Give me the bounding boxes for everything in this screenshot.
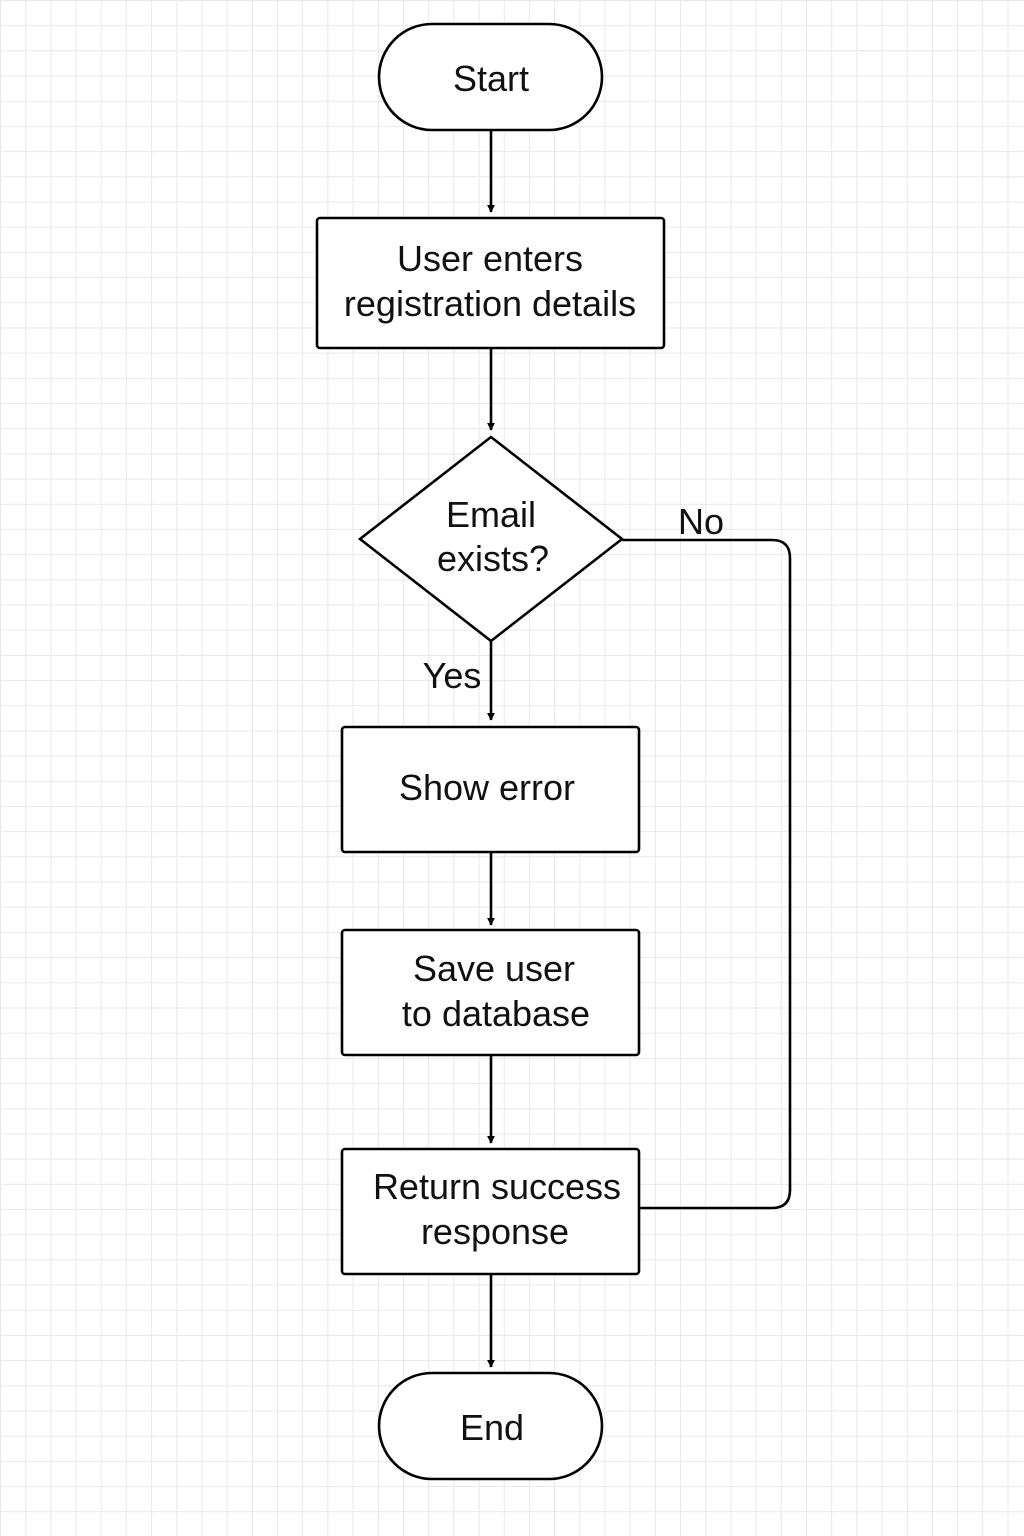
start-label: Start: [453, 58, 529, 99]
return-success-node: Return success response: [340, 1147, 641, 1276]
return-success-line1: Return success: [373, 1166, 621, 1207]
show-error-label: Show error: [399, 767, 575, 808]
save-user-line1: Save user: [413, 948, 575, 989]
decision-line2: exists?: [437, 538, 549, 579]
enter-details-line2: registration details: [344, 283, 636, 324]
enter-details-line1: User enters: [397, 238, 583, 279]
return-success-line2: response: [421, 1211, 569, 1252]
email-exists-decision: Email exists?: [357, 435, 625, 643]
show-error-node: Show error: [340, 725, 641, 854]
end-label: End: [460, 1407, 524, 1448]
connector-decision-no: [622, 538, 792, 1210]
save-user-node: Save user to database: [340, 928, 641, 1057]
enter-details-node: User enters registration details: [315, 216, 666, 350]
save-user-line2: to database: [402, 993, 590, 1034]
end-node: End: [377, 1371, 604, 1481]
edge-label-yes: Yes: [423, 655, 482, 696]
decision-line1: Email: [446, 494, 536, 535]
edge-label-no: No: [678, 501, 724, 542]
start-node: Start: [377, 22, 604, 132]
connectors: [487, 131, 792, 1368]
